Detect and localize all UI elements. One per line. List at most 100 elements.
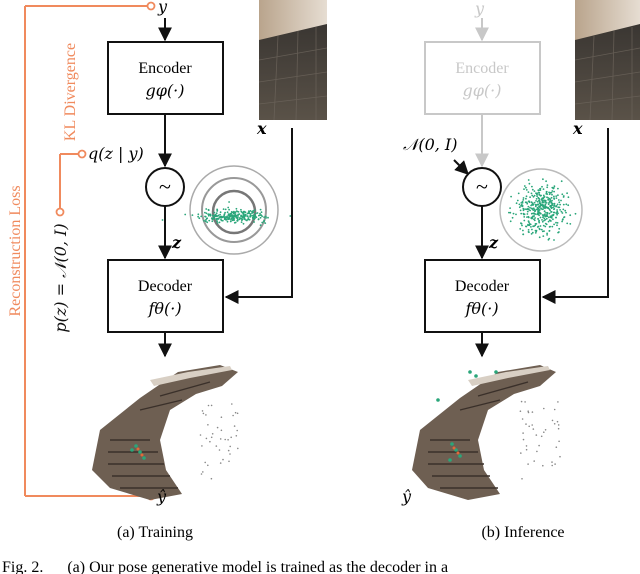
prior-sample-dot xyxy=(548,212,551,215)
prior-sample-dot xyxy=(519,209,522,212)
posterior-sample-dot xyxy=(261,221,264,224)
prior-sample-dot xyxy=(524,201,527,204)
prior-sample-dot xyxy=(547,203,550,206)
prior-sample-dot xyxy=(553,190,555,193)
cloud-speck xyxy=(543,431,545,434)
posterior-sample-dot xyxy=(237,216,239,218)
posterior-sample-dot xyxy=(259,208,262,211)
posterior-sample-dot xyxy=(248,218,251,221)
cloud-speck xyxy=(540,435,543,438)
posterior-sample-dot xyxy=(226,220,229,223)
prior-sample-dot xyxy=(548,230,551,232)
prior-sample-dot xyxy=(531,194,534,197)
prior-sample-dot xyxy=(531,217,533,220)
prior-sample-dot xyxy=(527,207,529,210)
prior-sample-dot xyxy=(522,199,525,201)
posterior-sample-dot xyxy=(209,214,212,217)
cloud-speck xyxy=(531,411,534,413)
prior-sample-dot xyxy=(555,195,558,198)
prior-sample-dot xyxy=(543,196,545,199)
posterior-sample-dot xyxy=(204,211,206,214)
prior-sample-dot xyxy=(543,205,546,208)
cloud-speck xyxy=(557,401,559,403)
cloud-speck xyxy=(207,424,209,426)
prior-sample-dot xyxy=(538,219,540,222)
prior-sample-dot xyxy=(561,212,564,214)
figure-caption: Fig. 2. (a) Our pose generative model is… xyxy=(2,559,448,574)
prior-sample-dot xyxy=(544,222,547,225)
prior-sample-dot xyxy=(528,221,530,224)
prior-sample-dot xyxy=(530,201,533,204)
prior-sample-dot xyxy=(535,229,538,232)
inference-latent-label: z xyxy=(488,233,499,252)
posterior-sample-dot xyxy=(259,224,262,227)
prior-sample-dot xyxy=(535,198,538,200)
posterior-sample-dot xyxy=(232,218,235,221)
prior-sample-dot xyxy=(534,217,536,219)
prior-sample-dot xyxy=(527,215,530,218)
prior-sample-dot xyxy=(559,209,561,211)
prior-sample-dot xyxy=(546,186,549,189)
prior-sample-dot xyxy=(536,212,539,215)
posterior-sample-dot xyxy=(267,216,269,219)
prior-sample-dot xyxy=(530,226,532,228)
prior-sample-dot xyxy=(558,206,561,209)
prior-sample-dot xyxy=(538,205,540,208)
posterior-sample-dot xyxy=(223,213,226,216)
prior-sample-dot xyxy=(567,204,570,207)
prior-sample-dot xyxy=(536,193,538,196)
cloud-speck xyxy=(527,411,530,414)
prior-sample-dot xyxy=(553,195,555,198)
prior-sample-dot xyxy=(574,212,577,215)
prior-sample-dot xyxy=(542,224,545,227)
cloud-speck xyxy=(237,447,239,450)
cloud-speck xyxy=(222,458,224,461)
prior-sample-dot xyxy=(540,203,542,206)
prior-sample-dot xyxy=(552,211,555,214)
inference-encoder-title: Encoder xyxy=(455,60,509,77)
cloud-speck xyxy=(551,419,554,422)
prior-sample-dot xyxy=(559,203,561,206)
prior-sample-dot xyxy=(520,202,523,204)
posterior-sample-dot xyxy=(265,215,267,218)
prior-sample-dot xyxy=(562,208,565,211)
prior-sample-dot xyxy=(549,200,552,203)
prior-sample-dot xyxy=(525,189,528,191)
prior-sample-dot xyxy=(553,223,555,226)
posterior-sample-dot xyxy=(221,216,224,219)
posterior-sample-dot xyxy=(253,221,256,223)
posterior-sample-dot xyxy=(256,212,259,214)
cloud-speck xyxy=(556,420,559,423)
posterior-sample-dot xyxy=(252,211,255,214)
prior-sample-dot xyxy=(555,212,558,215)
posterior-sample-dot xyxy=(226,211,229,214)
prior-sample-dot xyxy=(536,206,539,209)
pose-marker-dot xyxy=(456,451,460,455)
prior-sample-dot xyxy=(562,218,564,221)
prior-sample-dot xyxy=(542,201,545,204)
posterior-sample-dot xyxy=(212,217,215,220)
prior-sample-dot xyxy=(555,205,557,208)
prior-sample-dot xyxy=(560,180,563,183)
cloud-speck xyxy=(551,464,553,467)
prior-sample-dot xyxy=(509,211,512,214)
prior-sample-dot xyxy=(532,225,534,228)
inference-image-to-decoder-arrow xyxy=(541,128,609,304)
posterior-sample-dot xyxy=(255,212,257,215)
posterior-sample-dot xyxy=(239,215,242,217)
prior-sample-dot xyxy=(552,218,554,221)
posterior-sample-dot xyxy=(236,218,239,220)
prior-sample-dot xyxy=(566,192,568,195)
posterior-sample-dot xyxy=(262,220,265,223)
prior-sample-dot xyxy=(521,205,524,207)
cloud-speck xyxy=(227,439,229,441)
inference-output-label: ŷ xyxy=(401,487,412,506)
prior-sample-dot xyxy=(538,193,541,196)
cloud-speck xyxy=(207,404,210,407)
posterior-sample-dot xyxy=(249,210,252,212)
prior-sample-dot xyxy=(533,215,536,217)
prior-sample-dot xyxy=(522,209,525,212)
prior-sample-dot xyxy=(556,224,558,227)
posterior-sample-dot xyxy=(225,219,227,221)
